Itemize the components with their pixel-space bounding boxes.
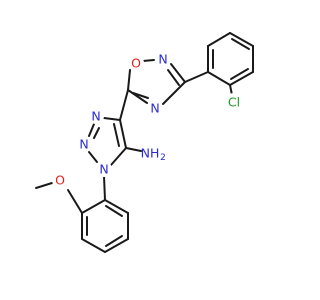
bond [88,151,98,163]
bond [103,175,106,201]
bond [35,182,53,189]
oxygen-atom-label: O [131,56,141,71]
bond [125,147,142,152]
bond [132,92,149,99]
amine-hydrogen-subscript: 2 [160,153,166,163]
bond [93,127,100,139]
bond [142,59,155,62]
nitrogen-atom-label: N [158,52,167,67]
bond [119,119,127,149]
bond [119,89,129,121]
bond [127,89,148,104]
bond [105,235,123,247]
bonds [35,32,254,253]
bond [184,71,209,83]
bond [104,199,129,214]
molecule-structure-diagram: O N N Cl N N N NH 2 O [35,32,254,253]
bond [67,189,83,214]
bond [207,32,231,47]
bond [81,238,106,253]
bond [230,68,249,80]
atom-labels: O N N Cl N N N NH 2 O [52,51,243,188]
bond [88,123,95,137]
nitrogen-atom-label: N [99,162,108,177]
bond [229,71,254,86]
bond [103,117,121,121]
bond [207,71,231,86]
nitrogen-atom-label: N [150,101,159,116]
bond [113,123,120,147]
bond [127,69,131,91]
bond [231,38,250,50]
nitrogen-atom-label: N [79,137,88,152]
bond [81,199,106,214]
bond [229,32,254,47]
nitrogen-atom-label: N [91,109,100,124]
bond [167,69,180,86]
bond [104,238,129,253]
chlorine-atom-label: Cl [228,95,240,110]
bond [170,63,186,83]
amine-group-label: NH [141,146,160,161]
bond [162,81,186,105]
bond [105,205,123,217]
oxygen-atom-label: O [55,173,65,188]
bond [110,147,127,166]
